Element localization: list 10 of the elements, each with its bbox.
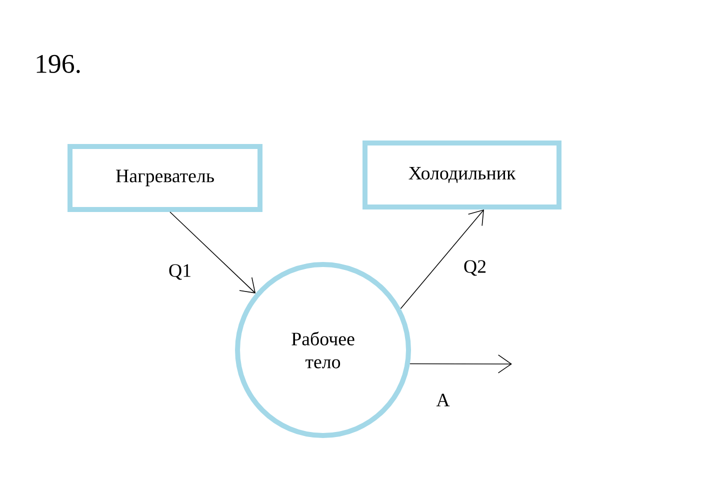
process-box: Нагреватель (68, 144, 262, 212)
problem-number: 196. (36, 54, 80, 74)
arrow (170, 212, 256, 294)
edge-label: A (436, 394, 450, 406)
circle-node: Рабочее тело (235, 262, 411, 438)
edge-label: Q2 (464, 260, 486, 276)
edge-label: Q1 (169, 264, 190, 280)
arrow (410, 354, 512, 374)
arrow (400, 210, 484, 310)
process-box: Холодильник (362, 140, 562, 210)
